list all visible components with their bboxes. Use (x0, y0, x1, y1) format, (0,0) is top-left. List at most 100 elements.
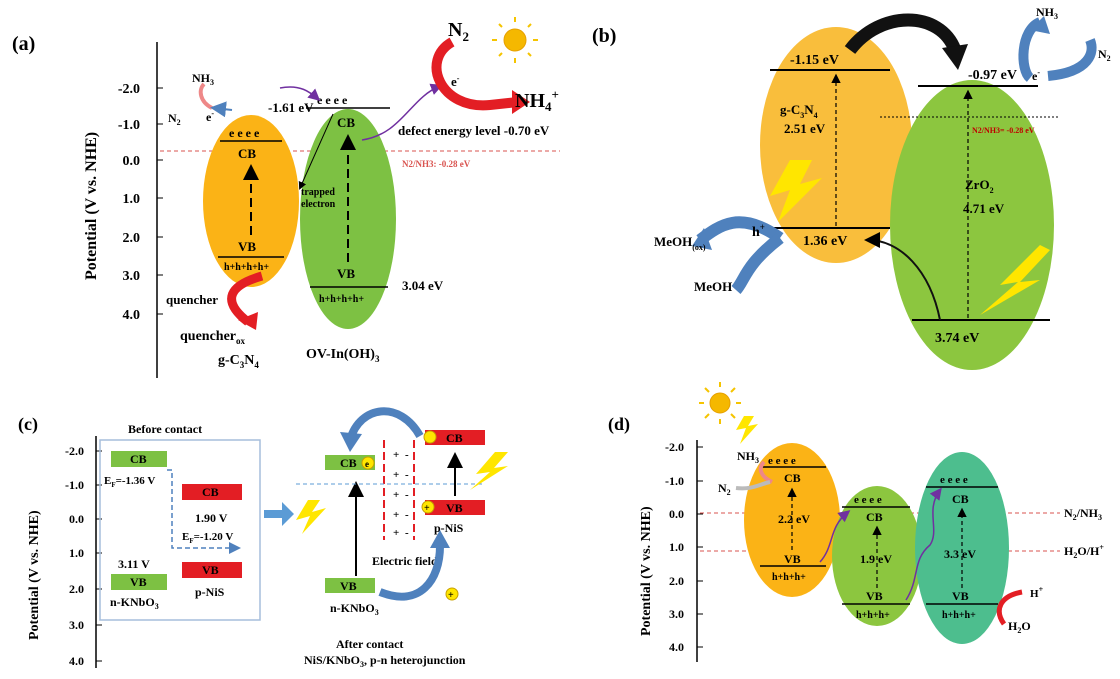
panel-a-nh4: NH4+ (515, 87, 559, 114)
panel-d-e-2: e e e e (854, 494, 882, 506)
panel-d-lightning-icon (736, 416, 758, 444)
panel-d-tick-3: 0.0 (669, 507, 684, 521)
panel-b-nh3: NH3 (1036, 5, 1058, 21)
panel-c-tick-7: 4.0 (69, 654, 84, 668)
panel-a: (a) -2.0 -1.0 0.0 1.0 2.0 3.0 4.0 Potent… (12, 17, 560, 378)
panel-c-knbo-vb-label: VB (130, 575, 147, 589)
panel-d-h-2: h+h+h+ (856, 610, 890, 621)
panel-c-plus-4: + (393, 509, 399, 521)
panel-b-meoh: MeOH (694, 279, 732, 294)
panel-b-n2-nh3: N2/NH3= -0.28 eV (972, 126, 1035, 135)
panel-c-after-nis-vb-label: VB (446, 501, 463, 515)
panel-c-ef-left: EF=-1.36 V (104, 475, 155, 489)
panel-c-nis-vb-label: VB (202, 563, 219, 577)
panel-b-vb-right: 3.74 eV (935, 331, 979, 346)
panel-a-defect: defect energy level -0.70 eV (398, 123, 550, 138)
panel-c-e1: e (365, 459, 369, 469)
panel-c-after-p-nis: p-NiS (434, 521, 464, 535)
panel-c-after-knbo-vb-label: VB (340, 579, 357, 593)
panel-d-tick-7: 4.0 (669, 640, 684, 654)
panel-d-tick-2: -1.0 (665, 474, 684, 488)
panel-a-trapped-2: electron (301, 199, 336, 210)
panel-b-cb-right: -0.97 eV (968, 68, 1017, 83)
panel-c-nis-vb (182, 562, 242, 578)
panel-a-n2-nh3-label: N2/NH3: -0.28 eV (402, 159, 471, 169)
panel-d-h2o-h: H2O/H+ (1064, 543, 1104, 560)
panel-c-tick-2: -1.0 (65, 478, 84, 492)
panel-c-p-nis: p-NiS (195, 585, 225, 599)
panel-a-gcn-cb: CB (238, 146, 256, 161)
panel-a-material-right: OV-In(OH)3 (306, 347, 380, 364)
panel-c-gap-knbo: 3.11 V (118, 557, 150, 571)
panel-d-e-3: e e e e (940, 474, 968, 486)
panel-c-electric-field: Electric field (372, 554, 438, 568)
panel-c-gap-nis: 1.90 V (195, 511, 228, 525)
panel-d-h-plus: H+ (1030, 585, 1044, 600)
panel-c-hole-plus: + (424, 503, 430, 514)
panel-b-gap-right: 4.71 eV (963, 201, 1005, 216)
panel-c-transition-arrow (264, 502, 294, 526)
panel-c-minus-5: - (405, 527, 409, 539)
panel-b-h: h+ (752, 222, 765, 240)
panel-d-tick-6: 3.0 (669, 607, 684, 621)
panel-c-tick-5: 2.0 (69, 582, 84, 596)
panel-c-plus-5: + (393, 527, 399, 539)
panel-b-lightning-right-icon (980, 245, 1050, 315)
panel-c-plus-3: + (393, 489, 399, 501)
panel-c-after-contact: After contact (336, 637, 403, 651)
panel-c-tick-4: 1.0 (69, 546, 84, 560)
panel-a-quencher-arrow (227, 271, 264, 326)
panel-d-y-title: Potential (V vs. NHE) (639, 506, 654, 636)
panel-c: (c) -2.0 -1.0 0.0 1.0 2.0 3.0 4.0 Potent… (18, 407, 508, 669)
panel-d: (d) -2.0 -1.0 0.0 1.0 2.0 3.0 4.0 Potent… (608, 382, 1104, 662)
panel-a-tick-1: -2.0 (118, 82, 140, 97)
panel-c-tick-1: -2.0 (65, 444, 84, 458)
panel-c-after-knbo-vb (325, 578, 375, 593)
panel-a-nh3-arrow (198, 82, 214, 110)
panel-a-ov-vb: VB (337, 266, 355, 281)
panel-a-tick-3: 0.0 (123, 154, 141, 169)
panel-c-after-knbo-cb-label: CB (340, 456, 357, 470)
panel-b-material-right: ZrO2 (965, 177, 994, 195)
panel-c-y-title: Potential (V vs. NHE) (27, 510, 42, 640)
panel-d-vb-1: VB (784, 552, 801, 566)
panel-c-label: (c) (18, 414, 38, 435)
panel-a-gcn-electrons: e e e e (229, 126, 260, 140)
panel-a-y-title: Potential (V vs. NHE) (83, 132, 100, 280)
panel-a-ov-holes: h+h+h+h+ (319, 294, 364, 305)
panel-c-minus-4: - (405, 509, 409, 521)
panel-b-vb-left: 1.36 eV (803, 234, 847, 249)
panel-d-cb-2: CB (866, 510, 883, 524)
panel-a-tick-2: -1.0 (118, 118, 140, 133)
panel-a-n2-big: N2 (448, 19, 469, 44)
panel-a-e-big: e- (451, 74, 460, 89)
panel-a-tick-7: 4.0 (123, 308, 141, 323)
panel-d-gap-1: 2.2 eV (778, 512, 810, 526)
panel-a-sun-icon (492, 17, 538, 63)
panel-a-material-left: g-C3N4 (218, 353, 259, 370)
panel-b-material-left: g-C3N4 (780, 102, 818, 120)
panel-d-h2o: H2O (1008, 619, 1031, 635)
panel-b: (b) -1.15 eV g-C3N4 2.51 eV 1.36 eV -0.9… (592, 5, 1111, 370)
panel-c-plus-1: + (393, 449, 399, 461)
panel-d-label: (d) (608, 414, 630, 435)
panel-c-after-nis-cb-label: CB (446, 431, 463, 445)
panel-a-tick-5: 2.0 (123, 231, 141, 246)
panel-c-ef-right: EF=-1.20 V (182, 531, 233, 545)
panel-d-gap-3: 3.3 eV (944, 547, 976, 561)
panel-c-before-contact: Before contact (128, 422, 202, 436)
panel-d-sun-icon (699, 382, 741, 424)
panel-d-cb-1: CB (784, 471, 801, 485)
panel-a-trapped: trapped (301, 187, 335, 198)
panel-a-tick-6: 3.0 (123, 269, 141, 284)
panel-c-lightning-left-icon (296, 500, 326, 534)
panel-d-h2o-arrow (997, 589, 1023, 626)
panel-c-electron-arrow (346, 407, 424, 442)
panel-b-cb-left: -1.15 eV (790, 53, 839, 68)
panel-a-ov-electrons: e e e e (317, 93, 348, 107)
panel-d-n2: N2 (718, 481, 731, 497)
panel-a-quencher: quencher (166, 292, 218, 307)
panel-c-after-nis-cb (425, 430, 485, 445)
panel-d-tick-5: 2.0 (669, 574, 684, 588)
